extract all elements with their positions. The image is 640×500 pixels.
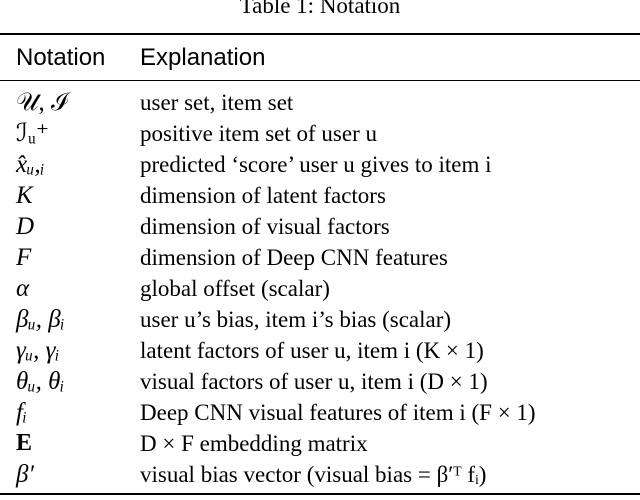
table-row: βᵤ, βᵢ user u’s bias, item i’s bias (sca… [0, 304, 640, 335]
table-row: fᵢ Deep CNN visual features of item i (F… [0, 397, 640, 428]
table-row: β′ visual bias vector (visual bias = β′ᵀ… [0, 459, 640, 490]
table-row: θᵤ, θᵢ visual factors of user u, item i … [0, 366, 640, 397]
table-row: D dimension of visual factors [0, 211, 640, 242]
explanation-cell: predicted ‘score’ user u gives to item i [140, 152, 492, 177]
notation-cell: γᵤ, γᵢ [16, 337, 60, 364]
explanation-cell: user u’s bias, item i’s bias (scalar) [140, 307, 452, 332]
explanation-cell: dimension of latent factors [140, 183, 386, 208]
notation-cell: βᵤ, βᵢ [16, 306, 65, 333]
explanation-cell: dimension of visual factors [140, 214, 390, 239]
table-caption: Table 1: Notation [239, 0, 401, 18]
table-row: x̂ᵤ,ᵢ predicted ‘score’ user u gives to … [0, 149, 640, 180]
explanation-cell: dimension of Deep CNN features [140, 245, 448, 270]
bottom-rule [0, 493, 640, 495]
header-rule [0, 80, 640, 81]
notation-cell: E [16, 430, 33, 456]
top-rule [0, 33, 640, 35]
explanation-cell: D × F embedding matrix [140, 431, 368, 456]
notation-cell: D [16, 213, 35, 240]
notation-cell: x̂ᵤ,ᵢ [16, 151, 45, 178]
notation-cell: ℐᵤ⁺ [16, 120, 50, 147]
column-header-notation: Notation [16, 44, 106, 71]
notation-cell: K [16, 182, 33, 209]
explanation-cell: positive item set of user u [140, 121, 377, 146]
notation-cell: fᵢ [16, 399, 27, 426]
notation-cell: θᵤ, θᵢ [16, 368, 65, 395]
notation-cell: 𝒰, ℐ [16, 89, 69, 116]
explanation-cell: latent factors of user u, item i (K × 1) [140, 338, 484, 363]
explanation-cell: Deep CNN visual features of item i (F × … [140, 400, 536, 425]
table-row: ℐᵤ⁺ positive item set of user u [0, 118, 640, 149]
table-row: K dimension of latent factors [0, 180, 640, 211]
table-row: F dimension of Deep CNN features [0, 242, 640, 273]
notation-table-body: 𝒰, ℐ user set, item set ℐᵤ⁺ positive ite… [0, 87, 640, 490]
table-row: α global offset (scalar) [0, 273, 640, 304]
notation-cell: β′ [16, 461, 34, 488]
explanation-cell: user set, item set [140, 90, 294, 115]
notation-cell: F [16, 244, 32, 271]
column-header-explanation: Explanation [140, 44, 266, 71]
table-row: 𝒰, ℐ user set, item set [0, 87, 640, 118]
table-row: γᵤ, γᵢ latent factors of user u, item i … [0, 335, 640, 366]
table-row: E D × F embedding matrix [0, 428, 640, 459]
explanation-cell: visual factors of user u, item i (D × 1) [140, 369, 488, 394]
explanation-cell: global offset (scalar) [140, 276, 330, 301]
explanation-cell: visual bias vector (visual bias = β′ᵀ fᵢ… [140, 462, 487, 487]
notation-cell: α [16, 275, 30, 302]
